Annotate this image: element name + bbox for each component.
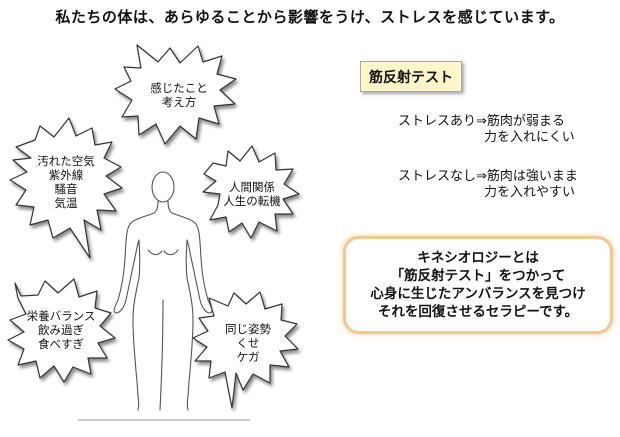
bubble-thinking-text: 感じたこと考え方 <box>150 81 208 109</box>
spiky-bubble-environment <box>9 117 123 259</box>
bubble-relationships-text: 人間関係人生の転機 <box>223 180 281 208</box>
kinesiology-summary-box: キネシオロジーとは 「筋反射テスト」をつかって 心身に生じたアンバランスを見つけ… <box>343 236 613 334</box>
bubble-posture-text: 同じ姿勢くせケガ <box>225 322 271 364</box>
summary-line: キネシオロジーとは <box>417 250 539 266</box>
bubble-diet-text: 栄養バランス飲み過ぎ食べすぎ <box>26 309 96 351</box>
summary-line: 「筋反射テスト」をつかって <box>390 268 566 284</box>
result-with-stress: ストレスあり⇒筋肉が弱まる 力を入れにくい <box>398 114 575 145</box>
spiky-bubble-relationships <box>202 145 300 239</box>
spiky-bubble-diet <box>7 278 116 383</box>
bubble-environment-text: 汚れた空気紫外線騒音気温 <box>37 154 95 210</box>
human-body-outline <box>113 171 213 411</box>
spiky-bubble-thinking <box>114 44 237 145</box>
muscle-test-label: 筋反射テスト <box>360 61 462 92</box>
summary-line: それを回復させるセラピーです。 <box>377 304 579 320</box>
spiky-bubble-posture <box>192 291 299 409</box>
result-without-stress: ストレスなし⇒筋肉は強いまま 力を入れやすい <box>398 169 578 200</box>
page-title: 私たちの体は、あらゆることから影響をうけ、ストレスを感じています。 <box>55 8 565 26</box>
summary-line: 心身に生じたアンバランスを見つけ <box>370 286 586 302</box>
